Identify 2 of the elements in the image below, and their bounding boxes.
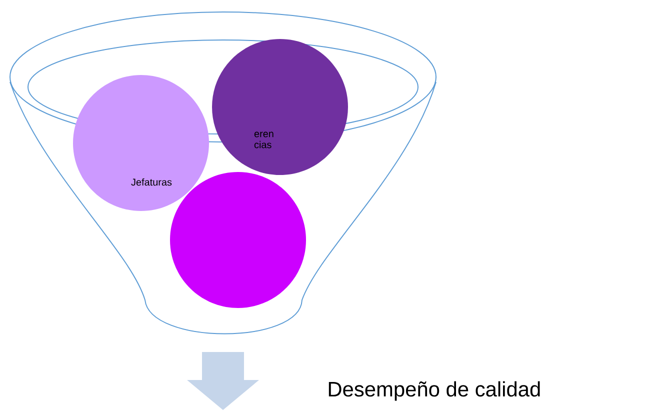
result-label: Desempeño de calidad [328, 381, 540, 401]
empty-circle [170, 172, 306, 308]
